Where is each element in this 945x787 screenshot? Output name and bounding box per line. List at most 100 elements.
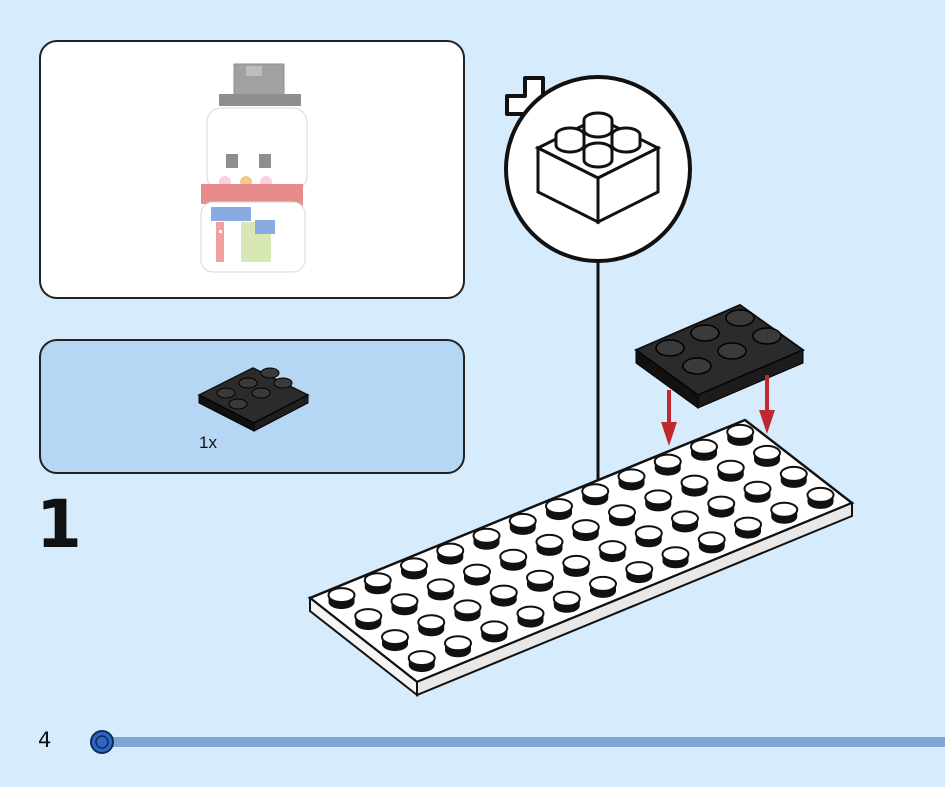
base-stud — [590, 583, 616, 598]
base-stud-top — [598, 540, 627, 557]
base-stud-top — [562, 554, 591, 571]
base-stud-top — [354, 608, 383, 625]
base-stud — [672, 518, 698, 533]
base-stud-top — [707, 495, 736, 512]
base-stud — [582, 491, 609, 506]
base-stud — [599, 548, 626, 563]
base-stud-top — [552, 590, 581, 607]
base-stud-top — [726, 423, 755, 440]
base-stud — [691, 446, 717, 461]
base-stud — [563, 562, 590, 577]
base-stud — [771, 509, 798, 524]
new-brick-callout — [504, 75, 692, 480]
base-stud — [626, 569, 653, 584]
base-stud-top — [480, 620, 509, 637]
base-stud — [509, 520, 536, 535]
base-stud — [401, 565, 427, 580]
base-stud — [418, 622, 445, 637]
base-stud — [536, 541, 563, 556]
base-stud — [328, 595, 355, 610]
base-stud — [382, 637, 408, 652]
base-stud — [553, 598, 580, 613]
base-stud-top — [753, 444, 781, 461]
base-stud-top — [499, 548, 528, 565]
base-stud-top — [634, 525, 663, 542]
base-stud-top — [463, 563, 491, 580]
part-quantity: 1x — [199, 433, 217, 452]
base-stud — [698, 539, 725, 554]
base-stud-top — [545, 498, 573, 515]
base-stud — [473, 535, 500, 550]
step-number: 1 — [36, 486, 82, 563]
base-stud — [364, 580, 391, 595]
base-stud — [355, 616, 382, 631]
base-stud-top — [653, 453, 682, 470]
base-stud — [654, 461, 681, 476]
base-stud-top — [661, 546, 690, 563]
base-stud — [744, 488, 771, 503]
base-stud — [727, 431, 754, 446]
add-part-plus-icon — [505, 76, 563, 134]
page-number: 4 — [38, 728, 52, 752]
base-stud-top — [508, 512, 537, 529]
base-stud-top — [589, 575, 617, 592]
base-stud — [500, 556, 527, 571]
base-stud-top — [671, 510, 699, 527]
placement-arrows — [661, 375, 775, 446]
black-plate-2x3 — [633, 303, 806, 409]
base-stud-top — [472, 527, 501, 544]
base-stud-top — [571, 519, 600, 536]
base-stud-top — [743, 480, 772, 497]
base-stud-top — [608, 504, 636, 521]
base-stud-top — [407, 650, 436, 667]
base-stud-top — [390, 593, 419, 610]
base-stud-top — [327, 587, 356, 604]
base-stud — [645, 497, 672, 512]
base-stud-top — [697, 531, 726, 548]
base-stud-top — [489, 584, 518, 601]
model-preview-panel — [39, 40, 465, 299]
base-stud — [454, 607, 481, 622]
base-stud — [708, 503, 735, 518]
base-stud — [662, 554, 689, 569]
base-stud-top — [516, 605, 545, 622]
base-stud — [490, 592, 517, 607]
base-stud — [609, 512, 635, 527]
base-stud-top — [526, 569, 554, 586]
base-stud-top — [770, 501, 799, 518]
base-stud-top — [400, 557, 428, 574]
base-stud — [681, 482, 708, 497]
base-stud-top — [690, 438, 718, 455]
base-stud-top — [535, 533, 564, 550]
base-stud — [618, 476, 645, 491]
base-stud — [780, 473, 807, 488]
base-stud-top — [363, 572, 392, 589]
part-image-plate-2x3-black — [197, 367, 310, 432]
base-stud-top — [381, 629, 409, 646]
base-stud — [572, 527, 599, 542]
base-stud — [391, 601, 418, 616]
base-stud-top — [444, 635, 472, 652]
base-stud — [735, 524, 761, 539]
base-stud — [546, 506, 572, 521]
base-stud — [481, 628, 508, 643]
base-stud — [427, 586, 454, 601]
base-stud — [464, 571, 490, 586]
base-stud — [437, 550, 464, 565]
base-stud-top — [680, 474, 709, 491]
base-stud — [445, 643, 471, 658]
base-stud-top — [581, 483, 610, 500]
base-stud-top — [644, 489, 673, 506]
base-stud-top — [617, 468, 646, 485]
snowman-preview-image — [200, 63, 308, 273]
base-stud — [408, 658, 435, 673]
base-stud — [527, 577, 553, 592]
base-stud-top — [806, 486, 835, 503]
base-stud-top — [417, 614, 446, 631]
progress-dot — [90, 730, 114, 754]
base-stud-top — [436, 542, 465, 559]
base-stud-top — [426, 578, 455, 595]
base-stud — [517, 613, 544, 628]
base-stud — [635, 533, 662, 548]
base-stud-top — [625, 561, 654, 578]
